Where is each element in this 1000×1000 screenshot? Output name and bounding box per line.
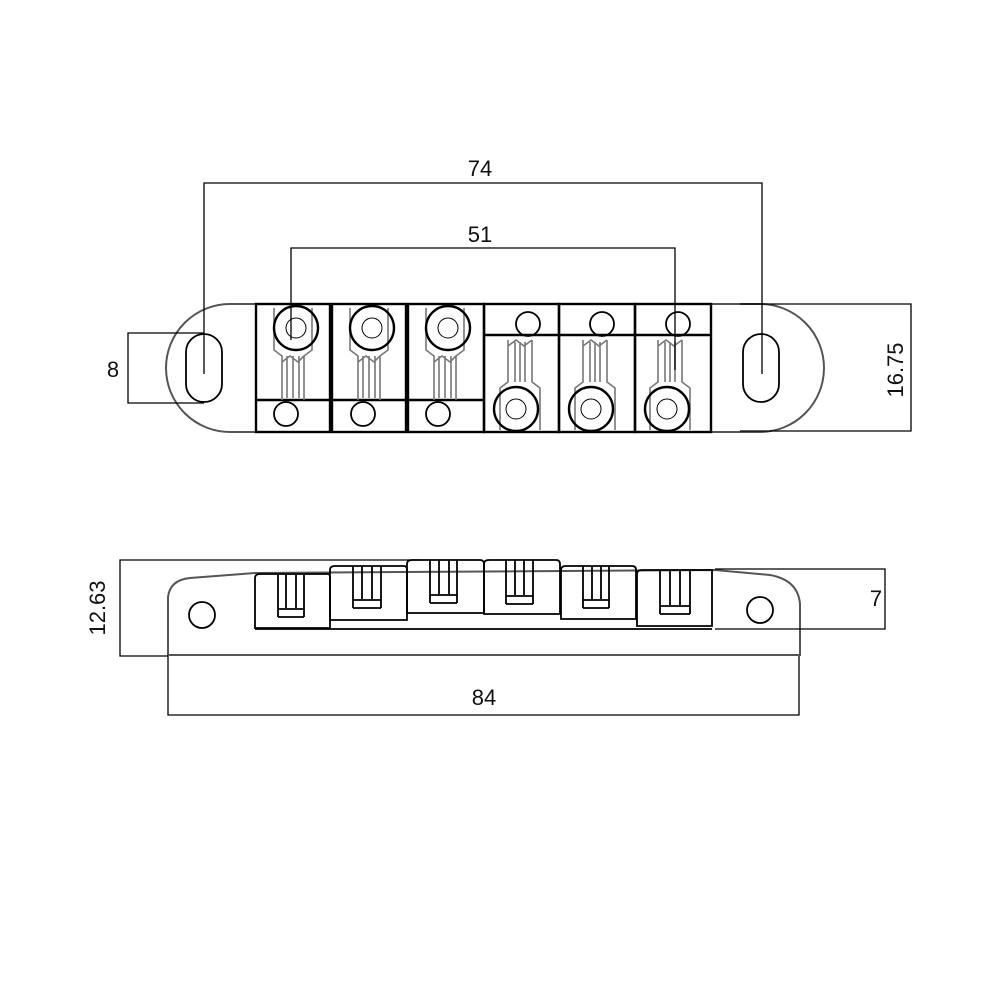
dimension-7-label: 7 (870, 586, 882, 611)
dimension-84-line (167, 656, 800, 716)
dimension-8-label: 8 (107, 357, 119, 382)
right-mounting-slot (742, 333, 780, 403)
dimension-16-75-label: 16.75 (883, 342, 908, 397)
top-view: 74 51 8 16.75 (107, 156, 912, 434)
dimension-7-line (715, 568, 886, 630)
side-view: 12.63 7 84 (85, 559, 886, 716)
dimension-84-label: 84 (472, 685, 496, 710)
saddle-1 (272, 304, 320, 427)
dimension-51-label: 51 (468, 222, 492, 247)
right-post-hole (746, 596, 774, 624)
dimension-16-75-line (740, 303, 912, 432)
saddle-6 (643, 311, 691, 433)
saddle-4 (492, 311, 541, 433)
saddle-2 (348, 304, 396, 427)
dimension-12-63-line (119, 559, 418, 657)
dimension-12-63-label: 12.63 (85, 580, 110, 635)
saddle-5 (567, 311, 616, 433)
dimension-8-line (127, 332, 204, 404)
dimension-74-line (203, 182, 763, 374)
left-post-hole (188, 601, 216, 629)
saddle-housings (254, 302, 713, 434)
saddle-3 (424, 304, 472, 427)
side-saddles (254, 559, 713, 629)
dimension-74-label: 74 (468, 156, 492, 181)
dimension-51-line (290, 247, 676, 370)
